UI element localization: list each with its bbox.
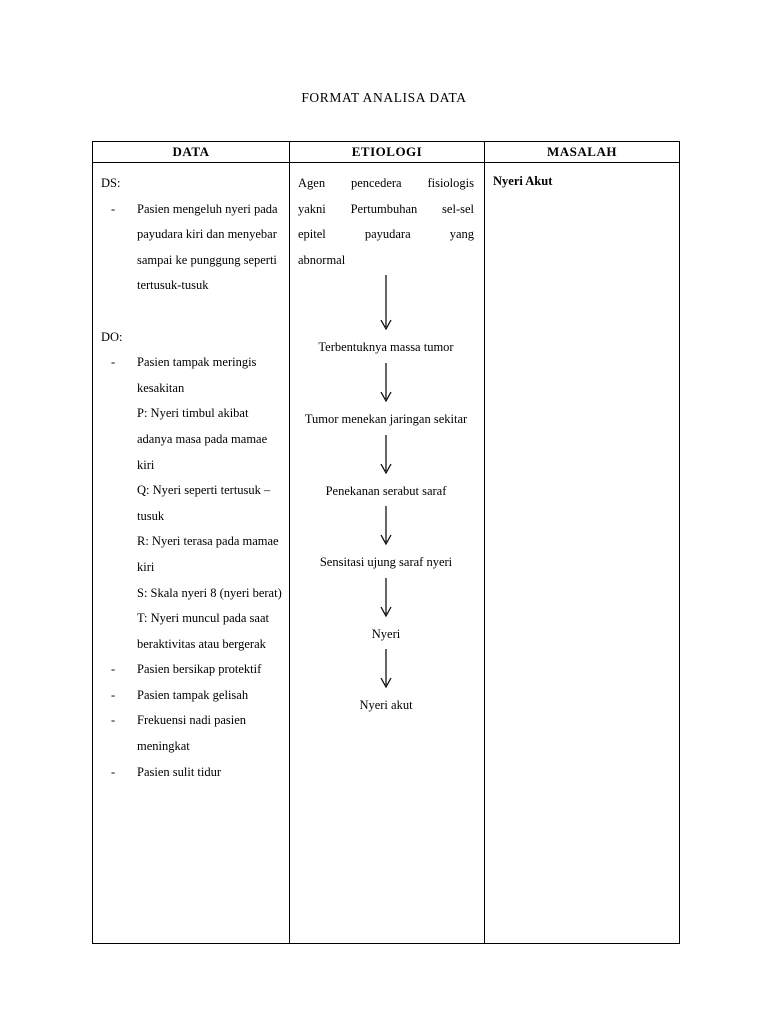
- masalah-column-content: Nyeri Akut: [485, 163, 679, 191]
- table-header: DATA ETIOLOGI MASALAH: [92, 141, 680, 163]
- table-body: DS: - Pasien mengeluh nyeri pada payudara…: [92, 162, 680, 944]
- cell-masalah: Nyeri Akut: [484, 162, 680, 944]
- data-column-content: DS: - Pasien mengeluh nyeri pada payudara…: [93, 163, 289, 785]
- pqrst-s: S: Skala nyeri 8 (nyeri berat): [137, 585, 282, 600]
- dash-marker-icon: -: [111, 662, 116, 677]
- down-arrow-icon: [376, 504, 396, 550]
- cell-data: DS: - Pasien mengeluh nyeri pada payudara…: [92, 162, 290, 944]
- etiologi-intro-line-2: yakni Pertumbuhan sel-sel: [298, 201, 474, 216]
- dash-marker-icon: -: [111, 687, 116, 702]
- list-item-text: Pasien tampak gelisah: [137, 687, 249, 702]
- etiologi-intro-line-1: Agen pencedera fisiologis: [298, 176, 474, 190]
- dash-marker-icon: -: [111, 713, 116, 728]
- table-header-row: DATA ETIOLOGI MASALAH: [92, 141, 680, 163]
- list-item: - Pasien tampak meringis kesakitan: [101, 350, 283, 401]
- etiologi-step-4: Sensitasi ujung saraf nyeri: [319, 555, 453, 570]
- etiologi-step-1: Terbentuknya massa tumor: [318, 340, 454, 355]
- do-item-list-continued: - Pasien bersikap protektif - Pasien tampa…: [101, 657, 283, 785]
- down-arrow-icon: [376, 273, 396, 335]
- down-arrow-icon: [376, 433, 396, 479]
- etiologi-step-6: Nyeri akut: [359, 698, 413, 713]
- dash-marker-icon: -: [111, 201, 116, 216]
- list-item: - Pasien bersikap protektif: [101, 657, 283, 683]
- list-item-text: Pasien bersikap protektif: [137, 662, 262, 677]
- pqrst-r: R: Nyeri terasa pada mamae kiri: [137, 534, 279, 574]
- page-title: FORMAT ANALISA DATA: [301, 90, 467, 105]
- table-row: DS: - Pasien mengeluh nyeri pada payudara…: [92, 162, 680, 944]
- do-label: DO:: [101, 329, 123, 344]
- list-item: - Pasien sulit tidur: [101, 760, 283, 786]
- etiologi-step-3: Penekanan serabut saraf: [325, 483, 447, 498]
- pqrst-q: Q: Nyeri seperti tertusuk – tusuk: [137, 483, 271, 523]
- list-item-text: Pasien sulit tidur: [137, 764, 222, 779]
- down-arrow-icon: [376, 361, 396, 407]
- list-item: - Frekuensi nadi pasien meningkat: [101, 708, 283, 759]
- etiologi-column-content: Agen pencedera fisiologis yakni Pertumbu…: [290, 163, 484, 719]
- dash-marker-icon: -: [111, 355, 116, 370]
- do-item-list: - Pasien tampak meringis kesakitan: [101, 350, 283, 401]
- etiologi-step-2: Tumor menekan jaringan sekitar: [304, 411, 468, 426]
- down-arrow-icon: [376, 647, 396, 693]
- analysis-table: DATA ETIOLOGI MASALAH DS: - Pasien mengel…: [92, 141, 680, 944]
- etiologi-intro-line-4: abnormal: [298, 252, 346, 267]
- cell-etiologi: Agen pencedera fisiologis yakni Pertumbu…: [289, 162, 485, 944]
- column-header-data: DATA: [92, 141, 290, 163]
- list-item-text: Frekuensi nadi pasien meningkat: [137, 713, 247, 754]
- dash-marker-icon: -: [111, 764, 116, 779]
- column-header-masalah: MASALAH: [484, 141, 680, 163]
- column-header-etiologi: ETIOLOGI: [289, 141, 485, 163]
- list-item: - Pasien mengeluh nyeri pada payudara kir…: [101, 197, 283, 299]
- down-arrow-icon: [376, 576, 396, 622]
- etiologi-step-5: Nyeri: [371, 626, 401, 641]
- pqrst-t: T: Nyeri muncul pada saat beraktivitas a…: [137, 611, 269, 651]
- list-item-text: Pasien mengeluh nyeri pada payudara kiri…: [137, 201, 278, 293]
- list-item-text: Pasien tampak meringis kesakitan: [137, 355, 257, 395]
- masalah-item: Nyeri Akut: [493, 174, 553, 188]
- ds-label: DS:: [101, 176, 121, 190]
- list-item: - Pasien tampak gelisah: [101, 683, 283, 709]
- pqrst-p: P: Nyeri timbul akibat adanya masa pada …: [137, 406, 268, 472]
- spacer: [101, 299, 283, 325]
- etiologi-intro-line-3: epitel payudara yang: [298, 227, 474, 242]
- ds-item-list: - Pasien mengeluh nyeri pada payudara kir…: [101, 197, 283, 299]
